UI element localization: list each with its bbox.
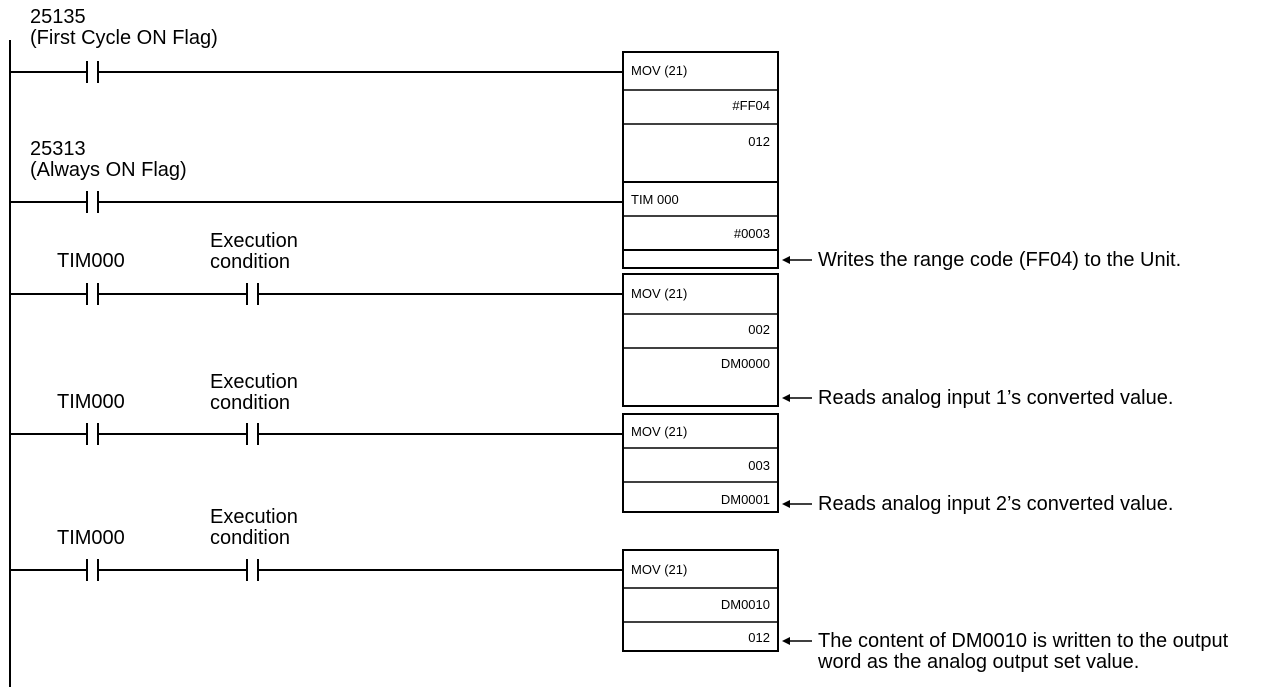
instruction-operand: #FF04 xyxy=(732,98,770,113)
instruction-box-5 xyxy=(622,549,779,652)
annotation-text: Reads analog input 1’s converted value. xyxy=(818,387,1174,409)
contact-comment: condition xyxy=(210,527,291,549)
annotation-text: Writes the range code (FF04) to the Unit… xyxy=(818,249,1182,271)
instruction-mnemonic: TIM 000 xyxy=(631,192,679,207)
contact-address: TIM000 xyxy=(57,527,125,549)
annotation-text: The content of DM0010 is written to the … xyxy=(818,630,1229,652)
rung-2-wiring xyxy=(10,191,623,213)
instruction-box-3 xyxy=(622,273,779,407)
instruction-operand: 003 xyxy=(748,458,770,473)
contact-address: 25135 xyxy=(30,6,86,28)
rung-1-wiring xyxy=(10,61,812,264)
instruction-mnemonic: MOV (21) xyxy=(631,63,688,78)
contact-comment: (First Cycle ON Flag) xyxy=(30,27,218,49)
contact-address: Execution xyxy=(210,230,298,252)
instruction-operand: 012 xyxy=(748,134,770,149)
instruction-operand: 002 xyxy=(748,322,770,337)
contact-address: Execution xyxy=(210,506,298,528)
annotation-text: word as the analog output set value. xyxy=(818,651,1140,673)
instruction-operand: 012 xyxy=(748,630,770,645)
rung-4-wiring xyxy=(10,423,812,508)
instruction-box-4 xyxy=(622,413,779,513)
contact-address: TIM000 xyxy=(57,250,125,272)
contact-comment: condition xyxy=(210,392,291,414)
rung-5-wiring xyxy=(10,559,812,645)
contact-comment: condition xyxy=(210,251,291,273)
contact-address: 25313 xyxy=(30,138,86,160)
instruction-operand: #0003 xyxy=(733,226,770,241)
instruction-operand: DM0010 xyxy=(720,597,770,612)
instruction-operand: DM0001 xyxy=(720,492,770,507)
rung-3-wiring xyxy=(10,283,812,402)
contact-address: TIM000 xyxy=(57,391,125,413)
instruction-operand: DM0000 xyxy=(720,356,770,371)
instruction-mnemonic: MOV (21) xyxy=(631,286,688,301)
annotation-text: Reads analog input 2’s converted value. xyxy=(818,493,1174,515)
instruction-mnemonic: MOV (21) xyxy=(631,424,688,439)
contact-comment: (Always ON Flag) xyxy=(30,159,187,181)
contact-address: Execution xyxy=(210,371,298,393)
instruction-mnemonic: MOV (21) xyxy=(631,562,688,577)
